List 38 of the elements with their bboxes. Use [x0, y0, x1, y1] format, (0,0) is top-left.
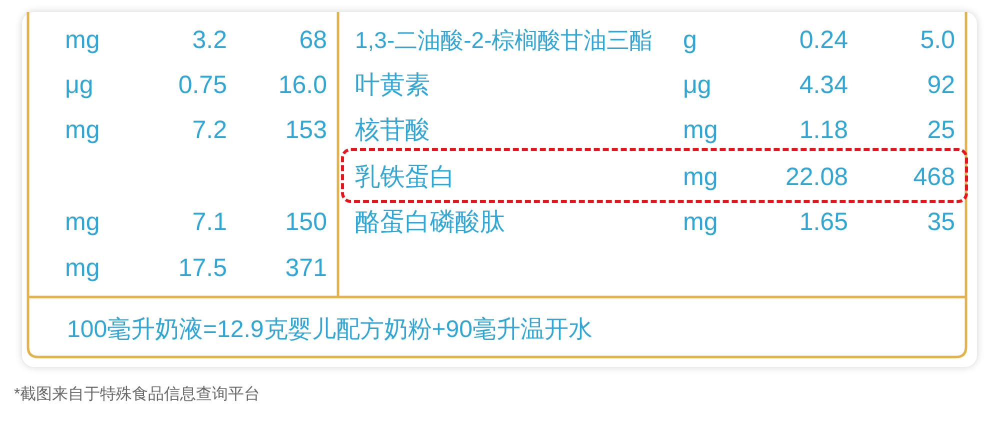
- value-cell: 0.24: [799, 25, 848, 55]
- value-cell: 5.0: [920, 25, 955, 55]
- unit-cell: mg: [683, 207, 718, 237]
- unit-cell: mg: [65, 207, 100, 237]
- value-cell: 35: [927, 207, 955, 237]
- unit-cell: g: [683, 25, 697, 55]
- nutrient-name: 乳铁蛋白: [355, 162, 455, 192]
- unit-cell: μg: [683, 70, 712, 100]
- value-cell: 68: [299, 25, 327, 55]
- value-cell: 92: [927, 70, 955, 100]
- value-cell: 7.1: [192, 207, 227, 237]
- value-cell: 0.75: [178, 70, 227, 100]
- nutrient-name: 1,3-二油酸-2-棕榈酸甘油三酯: [355, 26, 653, 55]
- value-cell: 153: [285, 115, 327, 145]
- value-cell: 22.08: [785, 162, 848, 192]
- footer-note: 100毫升奶液=12.9克婴儿配方奶粉+90毫升温开水: [67, 315, 592, 345]
- nutrient-name: 酪蛋白磷酸肽: [355, 207, 505, 237]
- value-cell: 3.2: [192, 25, 227, 55]
- value-cell: 25: [927, 115, 955, 145]
- nutrient-name: 叶黄素: [355, 70, 430, 100]
- value-cell: 468: [913, 162, 955, 192]
- unit-cell: mg: [683, 162, 718, 192]
- value-cell: 16.0: [278, 70, 327, 100]
- value-cell: 4.34: [799, 70, 848, 100]
- unit-cell: mg: [683, 115, 718, 145]
- unit-cell: mg: [65, 25, 100, 55]
- unit-cell: mg: [65, 253, 100, 283]
- value-cell: 7.2: [192, 115, 227, 145]
- source-note: *截图来自于特殊食品信息查询平台: [14, 384, 260, 405]
- value-cell: 150: [285, 207, 327, 237]
- value-cell: 1.18: [799, 115, 848, 145]
- highlight-box: [341, 148, 968, 203]
- value-cell: 17.5: [178, 253, 227, 283]
- unit-cell: mg: [65, 115, 100, 145]
- nutrient-name: 核苷酸: [355, 115, 430, 145]
- unit-cell: μg: [65, 70, 94, 100]
- value-cell: 371: [285, 253, 327, 283]
- value-cell: 1.65: [799, 207, 848, 237]
